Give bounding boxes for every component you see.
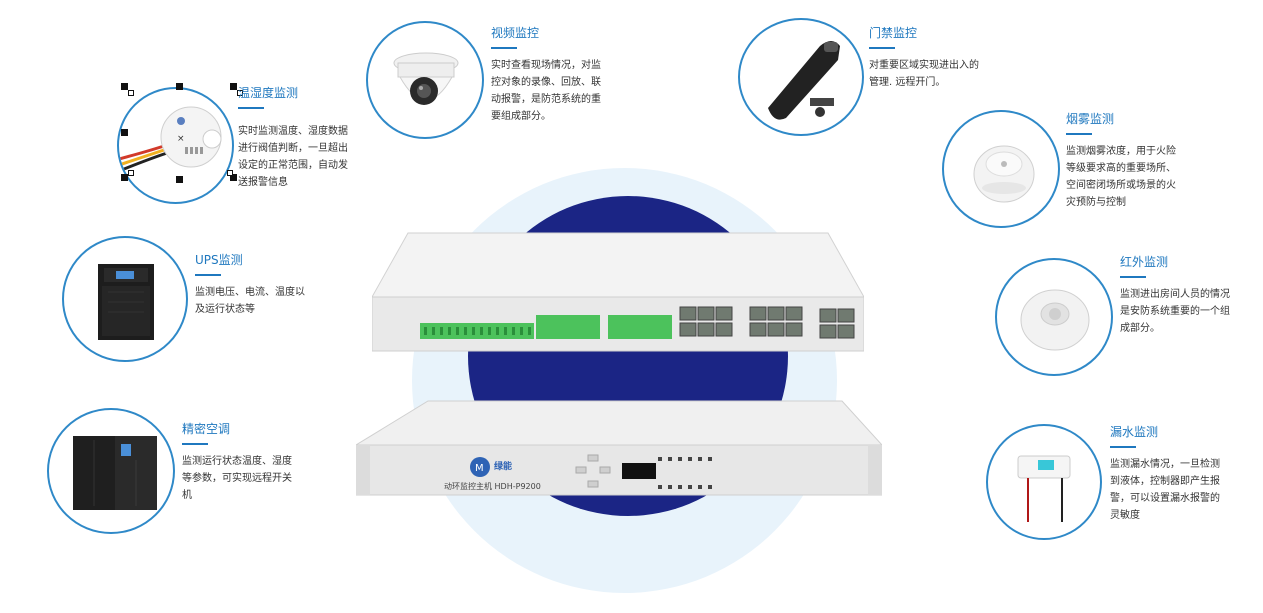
door-lock-image[interactable] — [738, 18, 864, 136]
selection-handle[interactable] — [237, 90, 243, 96]
feature-temp-humidity: 温湿度监测 实时监测温度、湿度数据 进行阀值判断，一旦超出 设定的正常范围，自动… — [238, 86, 370, 191]
feature-description: 监测进出房间人员的情况 是安防系统重要的一个组 成部分。 — [1120, 289, 1230, 334]
feature-description: 对重要区域实现进出入的 管理. 远程开门。 — [869, 60, 979, 88]
title-underline — [1110, 446, 1136, 448]
feature-title: 红外监测 — [1120, 255, 1169, 269]
feature-description: 实时监测温度、湿度数据 进行阀值判断，一旦超出 设定的正常范围，自动发 送报警信… — [238, 126, 348, 188]
feature-description: 实时查看现场情况，对监 控对象的录像、回放、联 动报警，是防范系统的重 要组成部… — [491, 60, 601, 122]
feature-description: 监测烟雾浓度，用于火险 等级要求高的重要场所、 空间密闭场所或场景的火 灾预防与… — [1066, 146, 1176, 208]
title-underline — [238, 107, 264, 109]
feature-infrared: 红外监测 监测进出房间人员的情况 是安防系统重要的一个组 成部分。 — [1120, 255, 1250, 337]
selection-handle[interactable] — [176, 176, 183, 183]
host-front-panel: M 绿能 动环监控主机 HDH-P9200 — [354, 399, 884, 507]
infrared-sensor-image[interactable] — [995, 258, 1113, 376]
feature-title: 精密空调 — [182, 422, 231, 436]
feature-water: 漏水监测 监测漏水情况，一旦检测 到液体，控制器即产生报 警，可以设置漏水报警的… — [1110, 425, 1245, 524]
svg-text:M: M — [475, 463, 484, 474]
precision-ac-image[interactable] — [47, 408, 175, 534]
water-leak-sensor-image[interactable] — [986, 424, 1102, 540]
selection-handle[interactable] — [121, 174, 128, 181]
title-underline — [182, 443, 208, 445]
feature-title: 温湿度监测 — [238, 86, 299, 100]
host-rear-panel — [371, 229, 865, 353]
title-underline — [869, 47, 895, 49]
selection-handle[interactable] — [121, 83, 128, 90]
selection-handle[interactable] — [121, 129, 128, 136]
feature-access: 门禁监控 对重要区域实现进出入的 管理. 远程开门。 — [869, 26, 999, 91]
title-underline — [491, 47, 517, 49]
feature-description: 监测电压、电流、温度以 及运行状态等 — [195, 287, 305, 315]
feature-ac: 精密空调 监测运行状态温度、湿度 等参数，可实现远程开关 机 — [182, 422, 312, 504]
title-underline — [195, 274, 221, 276]
feature-title: UPS监测 — [195, 253, 243, 267]
ups-image[interactable] — [62, 236, 188, 362]
svg-text:×: × — [177, 134, 185, 144]
video-camera-image[interactable] — [366, 21, 484, 139]
feature-smoke: 烟雾监测 监测烟雾浓度，用于火险 等级要求高的重要场所、 空间密闭场所或场景的火… — [1066, 112, 1196, 211]
title-underline — [1066, 133, 1092, 135]
feature-title: 烟雾监测 — [1066, 112, 1115, 126]
selection-handle[interactable] — [176, 83, 183, 90]
selection-handle[interactable] — [128, 90, 134, 96]
host-brand: 绿能 — [494, 462, 513, 472]
feature-description: 监测漏水情况，一旦检测 到液体，控制器即产生报 警，可以设置漏水报警的 灵敏度 — [1110, 459, 1220, 521]
feature-title: 视频监控 — [491, 26, 540, 40]
selection-handle[interactable] — [128, 170, 134, 176]
selection-handle[interactable] — [230, 174, 237, 181]
title-underline — [1120, 276, 1146, 278]
feature-title: 漏水监测 — [1110, 425, 1159, 439]
selection-handle[interactable] — [227, 170, 233, 176]
feature-description: 监测运行状态温度、湿度 等参数，可实现远程开关 机 — [182, 456, 292, 501]
feature-ups: UPS监测 监测电压、电流、温度以 及运行状态等 — [195, 253, 325, 318]
host-model-label: 动环监控主机 HDH-P9200 — [444, 482, 541, 491]
feature-video: 视频监控 实时查看现场情况，对监 控对象的录像、回放、联 动报警，是防范系统的重… — [491, 26, 619, 125]
smoke-detector-image[interactable] — [942, 110, 1060, 228]
temp-humidity-sensor-image[interactable]: × — [117, 87, 234, 204]
feature-title: 门禁监控 — [869, 26, 918, 40]
selection-handle[interactable] — [230, 83, 237, 90]
